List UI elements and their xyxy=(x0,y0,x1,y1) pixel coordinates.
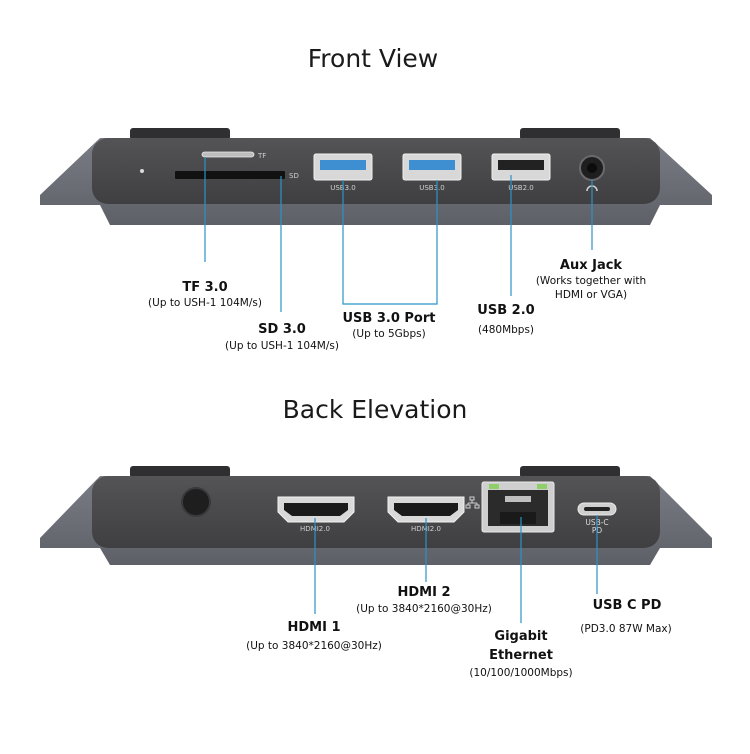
front-top-foot-right xyxy=(520,128,620,140)
back-device: HDMI2.0 HDMI2.0 USB-C PD xyxy=(40,466,712,565)
front-top-foot-left xyxy=(130,128,230,140)
back-top-foot-left xyxy=(130,466,230,478)
tf-slot-mark: TF xyxy=(257,152,266,160)
sd-slot-mark: SD xyxy=(289,172,299,180)
power-button xyxy=(181,487,211,517)
usb2-callout-desc: (480Mbps) xyxy=(478,324,534,336)
hdmi-2-callout-label: HDMI 2 xyxy=(397,585,450,600)
usb-c-tongue xyxy=(584,507,610,511)
hdmi-1-callout-desc: (Up to 3840*2160@30Hz) xyxy=(246,640,382,652)
usb2-port-mark: USB2.0 xyxy=(508,184,534,192)
back-body-panel xyxy=(92,476,660,548)
sd-callout-label: SD 3.0 xyxy=(258,322,306,337)
tf-callout-label: TF 3.0 xyxy=(182,280,227,295)
network-icon xyxy=(465,496,480,509)
aux-callout-label: Aux Jack xyxy=(560,258,623,273)
hdmi-1-callout-label: HDMI 1 xyxy=(287,620,340,635)
usb3-port-2-mark: USB3.0 xyxy=(419,184,445,192)
aux-jack-hole xyxy=(587,163,597,173)
aux-callout-desc-1: (Works together with xyxy=(536,275,646,287)
aux-callout-desc-2: HDMI or VGA) xyxy=(555,289,627,301)
hdmi-2-port-inner xyxy=(394,503,458,516)
ethernet-callout-label-1: Gigabit xyxy=(494,629,547,644)
usb-c-callout-label: USB C PD xyxy=(593,598,662,613)
tf-card-slot xyxy=(201,151,255,158)
front-device: TF SD USB3.0 USB3.0 USB2.0 xyxy=(40,128,712,225)
tf-callout-desc: (Up to USH-1 104M/s) xyxy=(148,297,262,309)
hdmi-2-callout-desc: (Up to 3840*2160@30Hz) xyxy=(356,603,492,615)
ethernet-led-green xyxy=(489,484,499,489)
usb2-port-tongue xyxy=(498,160,544,170)
led-indicator xyxy=(140,169,144,173)
back-top-foot-right xyxy=(520,466,620,478)
sd-card-slot xyxy=(175,171,285,179)
hdmi-1-port-inner xyxy=(284,503,348,516)
ethernet-callout-label-2: Ethernet xyxy=(489,648,553,663)
usb3-port-2-tongue xyxy=(409,160,455,170)
usb3-callout-label: USB 3.0 Port xyxy=(343,311,436,326)
usb2-callout-label: USB 2.0 xyxy=(477,303,534,318)
ethernet-led-green-2 xyxy=(537,484,547,489)
front-view-title: Front View xyxy=(308,44,439,73)
usb3-leader xyxy=(342,180,438,305)
usb3-port-1-tongue xyxy=(320,160,366,170)
usb3-callout-desc: (Up to 5Gbps) xyxy=(352,328,425,340)
usb-c-callout-desc: (PD3.0 87W Max) xyxy=(580,623,671,635)
back-elevation-title: Back Elevation xyxy=(283,395,468,424)
ethernet-contacts xyxy=(505,496,531,502)
ethernet-latch xyxy=(500,512,536,524)
ethernet-callout-desc: (10/100/1000Mbps) xyxy=(469,667,572,679)
sd-callout-desc: (Up to USH-1 104M/s) xyxy=(225,340,339,352)
